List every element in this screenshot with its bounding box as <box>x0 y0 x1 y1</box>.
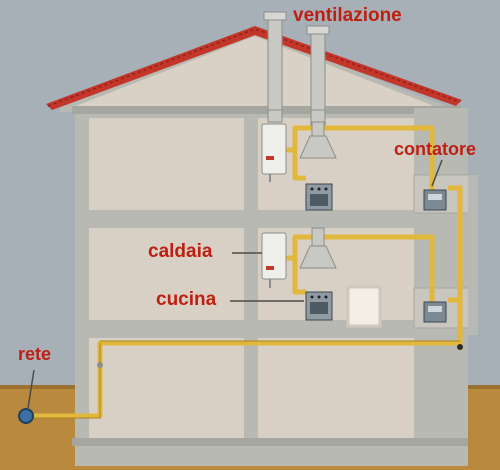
room <box>89 118 244 210</box>
gas-pipes <box>26 125 463 419</box>
facade-pillar <box>468 175 478 335</box>
room <box>89 338 244 438</box>
lower-distribution-pipe <box>292 234 435 308</box>
range-hood-icon <box>299 227 337 269</box>
top-slab <box>72 106 462 114</box>
leader-line <box>431 159 443 187</box>
gas-meter-icon <box>423 301 447 323</box>
upper-distribution-pipe <box>292 125 435 196</box>
cooker-icon <box>305 183 333 211</box>
boiler-icon <box>261 232 287 288</box>
range-hood-icon <box>299 121 337 159</box>
main-pipe <box>26 185 463 419</box>
label-caldaia: caldaia <box>148 241 213 262</box>
room <box>89 228 244 320</box>
cooker-icon <box>305 291 333 321</box>
label-ventilazione: ventilazione <box>293 5 402 26</box>
label-contatore: contatore <box>394 139 477 159</box>
foundation <box>72 438 468 446</box>
roof <box>46 26 462 110</box>
boiler-icon <box>261 123 287 182</box>
label-rete: rete <box>18 344 52 364</box>
label-cucina: cucina <box>156 289 217 310</box>
valve-icon <box>457 344 463 350</box>
valve-icon <box>97 362 103 368</box>
gas-meter-icon <box>423 189 447 211</box>
chimney-flue-icon <box>263 11 330 127</box>
network-junction-icon <box>18 408 34 424</box>
room <box>258 338 414 438</box>
leader-line <box>27 369 35 409</box>
kitchen-panel <box>346 285 382 328</box>
